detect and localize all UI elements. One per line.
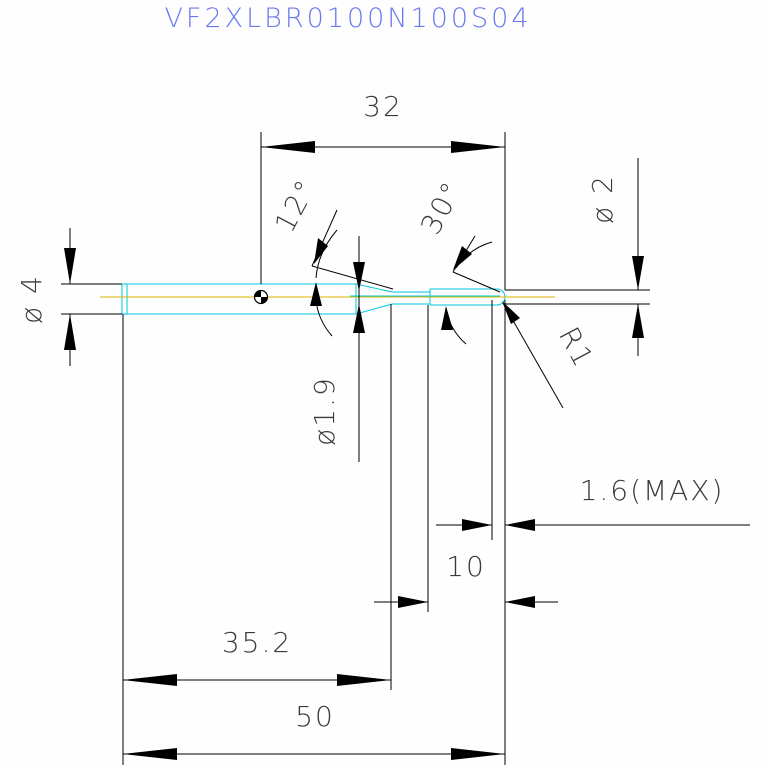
dim-dia2-label: ø 2 (586, 174, 619, 224)
dim-35-2-label: 35.2 (222, 626, 292, 659)
dim-dia1-9: ø1.9 (308, 236, 365, 462)
dim-10-label: 10 (446, 550, 486, 583)
dim-50: 50 (122, 314, 506, 765)
dim-angle-30: 30° (414, 175, 501, 345)
dim-35-2: 35.2 (123, 304, 392, 690)
dim-1-6-max: 1.6(MAX) (436, 300, 750, 612)
dim-r1-label: R1 (552, 322, 601, 374)
dim-dia4-label: ø 4 (15, 274, 48, 324)
dim-10: 10 (374, 305, 558, 612)
dim-32: 32 (260, 90, 506, 290)
part-number-title: VF2XLBR0100N100S04 (164, 3, 531, 34)
center-mark (253, 289, 269, 305)
dim-dia1-9-label: ø1.9 (308, 376, 341, 446)
dim-angle-30-label: 30° (414, 175, 469, 240)
dim-dia4: ø 4 (15, 228, 122, 366)
dim-50-label: 50 (295, 700, 335, 733)
dim-r1: R1 (502, 301, 601, 409)
dim-1-6-max-label: 1.6(MAX) (580, 474, 725, 507)
dim-angle-12: 12° (268, 173, 394, 337)
dim-dia2: ø 2 (505, 158, 650, 356)
dim-angle-12-label: 12° (268, 173, 323, 238)
dim-32-label: 32 (363, 90, 403, 123)
